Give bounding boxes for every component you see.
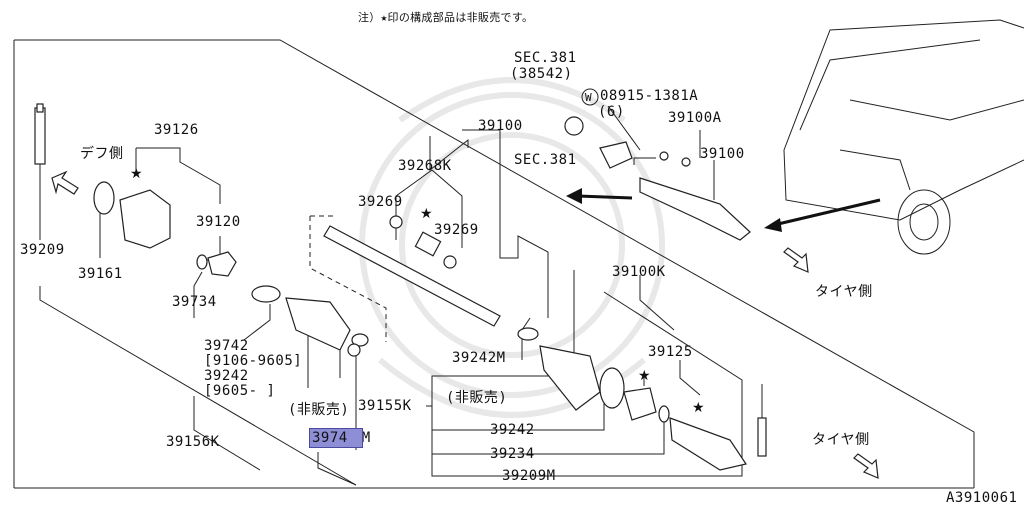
label-sec381-a: SEC.381 [514, 50, 577, 66]
tire-side-arrow-bottom-icon [853, 453, 879, 479]
label-not-sold-right: (非販売) [446, 390, 508, 406]
header-note: 注）★印の構成部品は非販売です。 [358, 11, 534, 24]
drive-shaft-assembly [639, 177, 751, 241]
ring-39734 [196, 254, 208, 270]
label-39100-right: 39100 [700, 146, 745, 162]
joint-39120 [207, 251, 237, 277]
label-washer-symbol: W [585, 91, 592, 104]
direction-arrows [51, 170, 881, 479]
diagram-id: A3910061 [946, 490, 1018, 506]
arrow-left-icon [566, 188, 582, 204]
dashed-boxes [309, 215, 387, 342]
label-39209m: 39209M [502, 468, 556, 484]
label-not-sold-left: (非販売) [288, 402, 350, 418]
label-39161: 39161 [78, 266, 123, 282]
label-39242m: 39242M [452, 350, 506, 366]
parts [34, 103, 767, 471]
outer-joint [669, 417, 747, 471]
band-right [599, 367, 625, 409]
svg-text:★: ★ [638, 368, 651, 384]
label-39156k: 39156K [166, 434, 220, 450]
label-washer-qty: (6) [598, 104, 625, 120]
label-39742-line2: [9106-9605] [204, 353, 303, 369]
side-label-tire-bottom: タイヤ側 [812, 432, 870, 448]
label-39100k: 39100K [612, 264, 666, 280]
tire-side-arrow-top-icon [783, 247, 809, 273]
label-39242-line2: [9605- ] [204, 383, 276, 399]
label-39126: 39126 [154, 122, 199, 138]
dust-cover-39161 [93, 181, 115, 215]
label-39209: 39209 [20, 242, 65, 258]
label-washer-code: 08915-1381A [600, 88, 699, 104]
diff-side-arrow-icon [51, 170, 79, 195]
label-39269-left: 39269 [358, 194, 403, 210]
label-39234: 39234 [490, 446, 535, 462]
label-39242-bottom: 39242 [490, 422, 535, 438]
label-39269-right: 39269 [434, 222, 479, 238]
housing-39126 [119, 189, 171, 249]
label-sec381-b: SEC.381 [514, 152, 577, 168]
boot-left [285, 297, 351, 351]
label-39125: 39125 [648, 344, 693, 360]
label-39742m-suffix: M [361, 430, 371, 446]
star-markers: ★ ★ ★ ★ [130, 166, 705, 416]
label-39742m-highlight: 3974 [309, 428, 363, 448]
label-39268k: 39268K [398, 158, 452, 174]
side-label-diff: デフ側 [80, 146, 124, 162]
label-39120: 39120 [196, 214, 241, 230]
label-sec381-a-sub: (38542) [510, 66, 573, 82]
frame-lines [13, 39, 975, 489]
boot-right [539, 345, 601, 411]
label-39100-top: 39100 [478, 118, 523, 134]
svg-text:★: ★ [420, 206, 433, 222]
label-39742-line1: 39742 [204, 338, 249, 354]
label-39242-line1: 39242 [204, 368, 249, 384]
joint-39125 [623, 387, 657, 421]
vehicle-illustration [783, 19, 1024, 255]
arrow-to-car-icon [764, 218, 782, 232]
label-39155k: 39155K [358, 398, 412, 414]
svg-text:★: ★ [130, 166, 143, 182]
washer-symbol-icon [581, 88, 599, 106]
seal-38542 [564, 116, 584, 136]
side-label-tire-top: タイヤ側 [815, 284, 873, 300]
svg-text:★: ★ [692, 400, 705, 416]
center-shaft [323, 225, 501, 327]
label-39100a: 39100A [668, 110, 722, 126]
shaft-39209 [34, 107, 46, 165]
label-39734: 39734 [172, 294, 217, 310]
